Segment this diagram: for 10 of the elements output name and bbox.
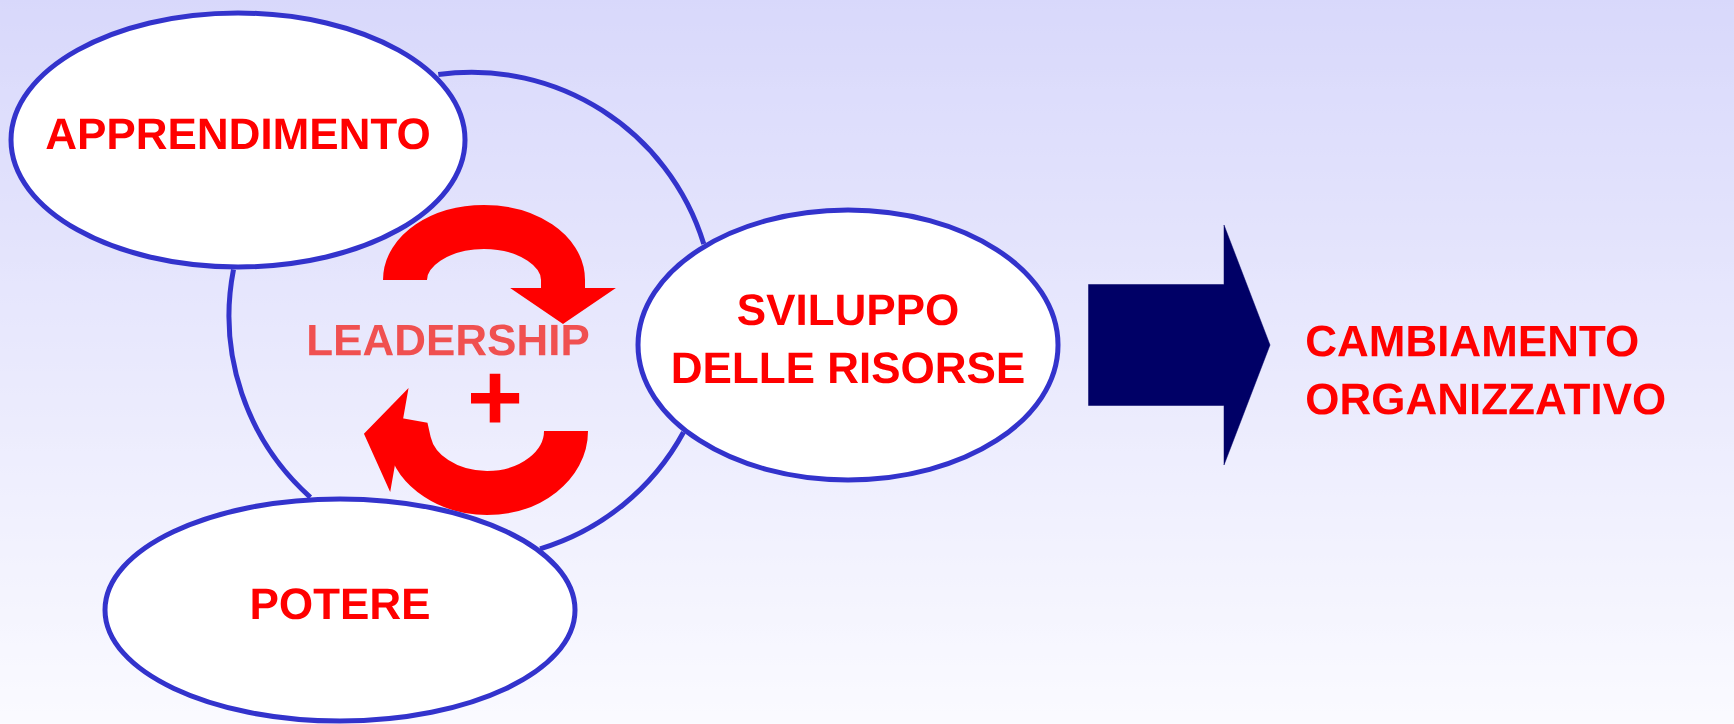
ring-arc <box>226 269 313 500</box>
ring-arc <box>539 431 686 552</box>
ring-arc <box>438 69 707 245</box>
ellipse-node: SVILUPPO DELLE RISORSE <box>635 207 1061 483</box>
block-arrow <box>1088 224 1271 466</box>
plus-sign: + <box>471 373 520 423</box>
center-label: LEADERSHIP <box>309 324 589 356</box>
ellipse-node: POTERE <box>102 496 578 724</box>
ellipse-node: APPRENDIMENTO <box>8 10 468 270</box>
result-text: CAMBIAMENTO ORGANIZZATIVO <box>1307 325 1665 415</box>
